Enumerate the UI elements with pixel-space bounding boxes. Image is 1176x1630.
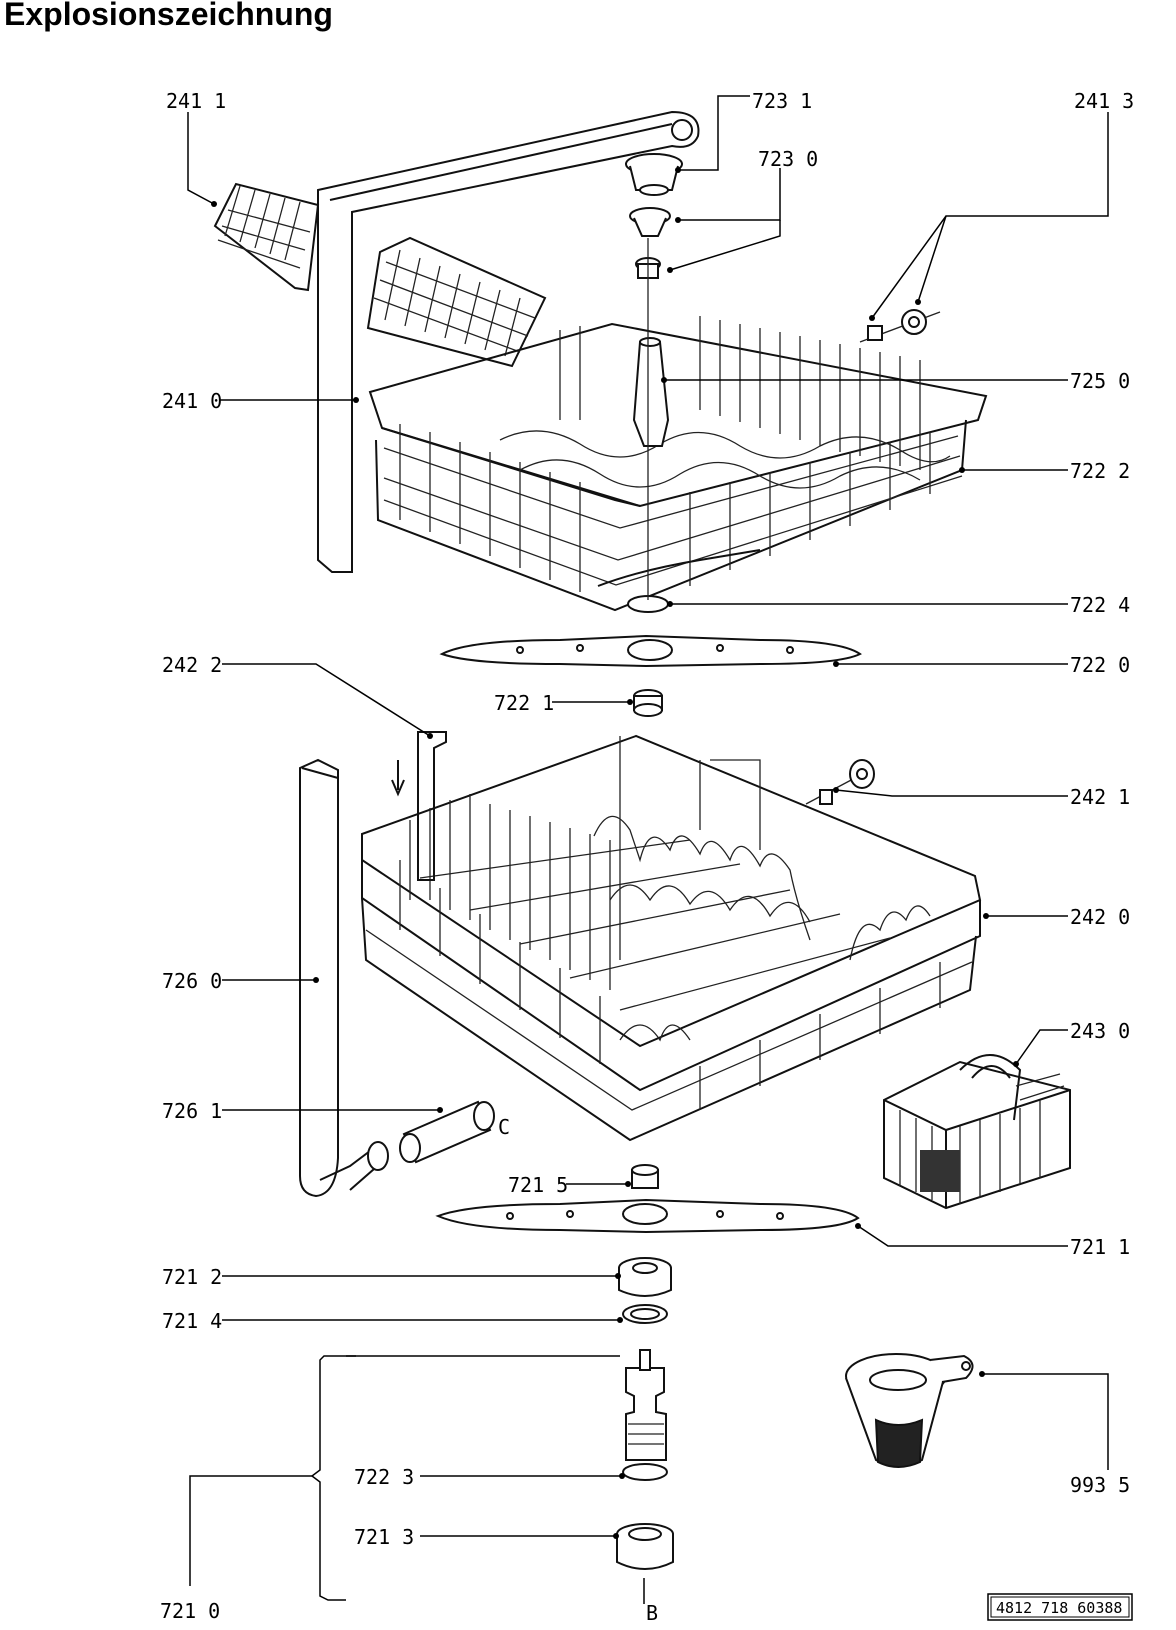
part-label-722-4: 722 4 — [1070, 593, 1130, 617]
document-reference-box: 4812 718 60388 — [987, 1593, 1133, 1621]
leader-lines — [187, 95, 1109, 1604]
part-label-721-4: 721 4 — [162, 1309, 222, 1333]
water-pipe-drawing — [299, 758, 495, 1198]
funnel-drawing — [845, 1353, 974, 1468]
part-label-241-3: 241 3 — [1074, 89, 1134, 113]
part-label-242-0: 242 0 — [1070, 905, 1130, 929]
wheel-parts-241-3-drawing — [859, 309, 941, 343]
part-label-242-2: 242 2 — [162, 653, 222, 677]
part-label-721-3: 721 3 — [354, 1525, 414, 1549]
part-label-722-0: 722 0 — [1070, 653, 1130, 677]
part-label-241-1: 241 1 — [166, 89, 226, 113]
part-label-723-1: 723 1 — [752, 89, 812, 113]
cutlery-basket-drawing — [883, 1054, 1071, 1210]
letter-marker-c: C — [498, 1115, 510, 1139]
part-label-722-3: 722 3 — [354, 1465, 414, 1489]
lower-spray-parts-drawing — [435, 1164, 860, 1570]
cup-shelf-drawing — [213, 182, 547, 368]
part-label-721-5: 721 5 — [508, 1173, 568, 1197]
page-title: Explosionszeichnung — [4, 0, 333, 32]
upper-spray-parts-drawing — [439, 153, 862, 717]
document-reference-number: 4812 718 60388 — [996, 1599, 1122, 1617]
part-label-241-0: 241 0 — [162, 389, 222, 413]
part-label-722-1: 722 1 — [494, 691, 554, 715]
part-label-723-0: 723 0 — [758, 147, 818, 171]
lower-basket-drawing — [361, 731, 982, 1142]
part-label-725-0: 725 0 — [1070, 369, 1130, 393]
wheel-parts-242-1-drawing — [805, 759, 875, 805]
part-label-722-2: 722 2 — [1070, 459, 1130, 483]
part-label-242-1: 242 1 — [1070, 785, 1130, 809]
part-labels: 241 1 723 1 241 3 723 0 241 0 725 0 722 … — [160, 89, 1134, 1625]
part-label-726-0: 726 0 — [162, 969, 222, 993]
part-label-721-2: 721 2 — [162, 1265, 222, 1289]
part-label-243-0: 243 0 — [1070, 1019, 1130, 1043]
part-label-993-5: 993 5 — [1070, 1473, 1130, 1497]
part-label-721-1: 721 1 — [1070, 1235, 1130, 1259]
upper-basket-drawing — [368, 316, 988, 612]
part-label-726-1: 726 1 — [162, 1099, 222, 1123]
upper-rail-drawing — [317, 110, 700, 573]
letter-marker-b: B — [646, 1601, 658, 1625]
part-label-721-0: 721 0 — [160, 1599, 220, 1623]
